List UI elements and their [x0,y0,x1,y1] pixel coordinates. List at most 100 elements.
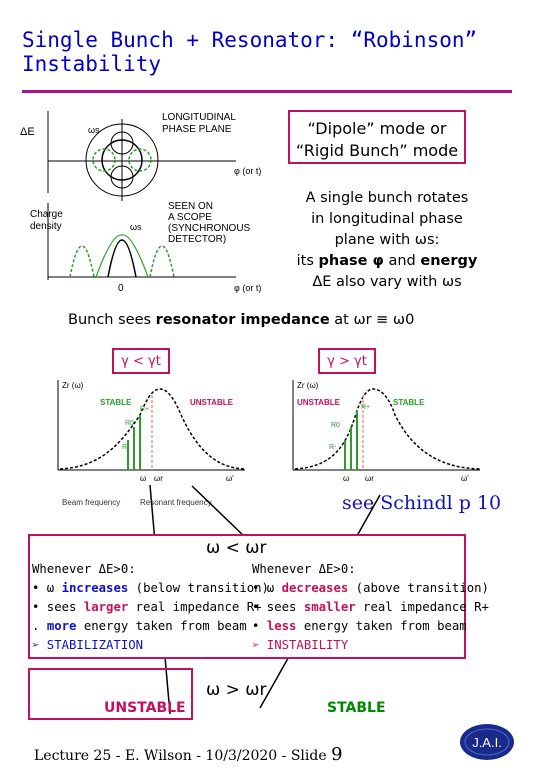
right-l1c: (above transition) [348,581,489,595]
omega-s-label-2: ωs [130,222,142,232]
right-l2a: • sees [252,600,304,614]
logo-text: J.A.I. [472,735,502,750]
right-head: Whenever ΔE>0: [252,562,356,576]
scope-label-1: SEEN ON [168,201,213,212]
right-l3a: • [252,619,267,633]
right-l3b: less [266,619,297,633]
zero-label: 0 [118,283,124,294]
scope-label-3: (SYNCHRONOUS [168,223,251,234]
left-column: Whenever ΔE>0: • ω increases (below tran… [32,560,269,655]
delta-e-label: ΔE [20,126,35,138]
omega-greater-than-label: ω > ωr [206,680,267,700]
omega-s-label: ωs [88,125,100,135]
rotation-line-1: A single bunch rotates [305,190,469,206]
impedance-plot-left: Zr (ω) STABLE UNSTABLE R+ R0 R- ω ωr ω' [57,380,246,483]
unstable-right: UNSTABLE [297,398,341,407]
r-minus-right: R- [329,444,337,451]
rotation-line-4: its phase φ and energy [292,251,482,272]
r0-left: R0 [125,420,134,427]
right-line-4: ➢ INSTABILITY [252,638,349,652]
left-l3c: energy taken from beam [76,619,247,633]
omega-right: ω [343,474,349,483]
slide-footer: Lecture 25 - E. Wilson - 10/3/2020 - Sli… [34,744,343,765]
r-plus-right: R+ [361,404,370,411]
unstable-left: UNSTABLE [190,398,234,407]
left-l2c: real impedance R+ [128,600,262,614]
right-l2c: real impedance R+ [355,600,489,614]
right-line-2: • sees smaller real impedance R+ [252,598,489,617]
phi-axis-label-2: φ (or t) [234,283,261,293]
left-line-2: • sees larger real impedance R+ [32,598,269,617]
omega-left: ω [140,474,146,483]
phase-plane-label-2: PHASE PLANE [162,124,232,135]
omega-r-left: ωr [154,474,163,483]
rotation-line-2: in longitudinal phase [311,211,463,227]
slide-number: 9 [331,744,343,765]
mode-line-2: “Rigid Bunch” mode [295,141,459,160]
title-line-1: Single Bunch + Resonator: “Robinson” [22,28,478,52]
beam-frequency-label: Beam frequency [62,498,121,507]
r-minus-left: R- [122,444,130,451]
right-l1a: • ω [252,581,282,595]
right-l3c: energy taken from beam [296,619,467,633]
right-line-3: • less energy taken from beam [252,617,489,636]
comparison-box [28,534,466,659]
stable-left: STABLE [100,398,132,407]
rot-l4c: and [383,253,421,269]
left-l2b: larger [83,600,129,614]
resonant-frequency-label: Resonant frequency [140,498,212,507]
sees-c: at ωr ≡ ω0 [329,312,415,328]
phase-plane-label-1: LONGITUDINAL [162,112,236,123]
left-line-4: ➢ STABILIZATION [32,638,144,652]
zr-label-left: Zr (ω) [62,381,84,390]
left-l1b: increases [61,581,129,595]
phase-plane-figure: ΔE ωs LONGITUDINAL PHASE PLANE φ (or t) … [20,111,261,294]
right-column: Whenever ΔE>0: • ω decreases (above tran… [252,560,489,655]
left-l1a: • ω [32,581,62,595]
title-line-2: Instability [22,52,162,76]
resonator-line: Bunch sees resonator impedance at ωr ≡ ω… [68,312,414,328]
left-l1c: (below transition) [128,581,269,595]
phi-axis-label: φ (or t) [234,166,261,176]
right-l1b: decreases [281,581,349,595]
unstable-label: UNSTABLE [104,700,186,716]
left-line-3: . more energy taken from beam [32,617,269,636]
scope-label-4: DETECTOR) [168,234,226,245]
omega0-right: ω' [461,474,469,483]
charge-label-2: density [30,221,62,232]
right-l2b: smaller [303,600,356,614]
left-l3b: more [46,619,77,633]
slide-title: Single Bunch + Resonator: “Robinson” Ins… [22,28,477,76]
rotation-line-5: ΔE also vary with ωs [312,274,462,290]
stable-label: STABLE [327,700,386,716]
charge-label-1: Charge [30,209,63,220]
scope-label-2: A SCOPE [168,212,212,223]
mode-box: “Dipole” mode or “Rigid Bunch” mode [288,110,466,164]
left-head: Whenever ΔE>0: [32,562,136,576]
mode-line-1: “Dipole” mode or [307,119,447,138]
sees-a: Bunch sees [68,312,156,328]
left-l2a: • sees [32,600,84,614]
rotation-description: A single bunch rotates in longitudinal p… [292,188,482,293]
right-line-1: • ω decreases (above transition) [252,579,489,598]
omega-less-than-label: ω < ωr [206,538,267,558]
footer-text: Lecture 25 - E. Wilson - 10/3/2020 - Sli… [34,748,332,764]
rotation-line-3: plane with ωs: [334,232,440,248]
rot-l4d: energy [420,253,478,269]
sees-b: resonator impedance [155,312,330,328]
rot-l4a: its [296,253,319,269]
omega-r-right: ωr [365,474,374,483]
rot-l4b: phase φ [318,253,384,269]
jai-logo: J.A.I. [460,724,514,760]
left-l3a: . [32,619,47,633]
r0-right: R0 [331,422,340,429]
gamma-above-box: γ > γt [318,348,376,374]
left-line-1: • ω increases (below transition) [32,579,269,598]
unstable-box [28,668,193,720]
r-plus-left: R+ [140,406,149,413]
title-divider [22,90,512,93]
omega0-left: ω' [226,474,234,483]
gamma-below-box: γ < γt [112,348,170,374]
zr-label-right: Zr (ω) [297,381,319,390]
